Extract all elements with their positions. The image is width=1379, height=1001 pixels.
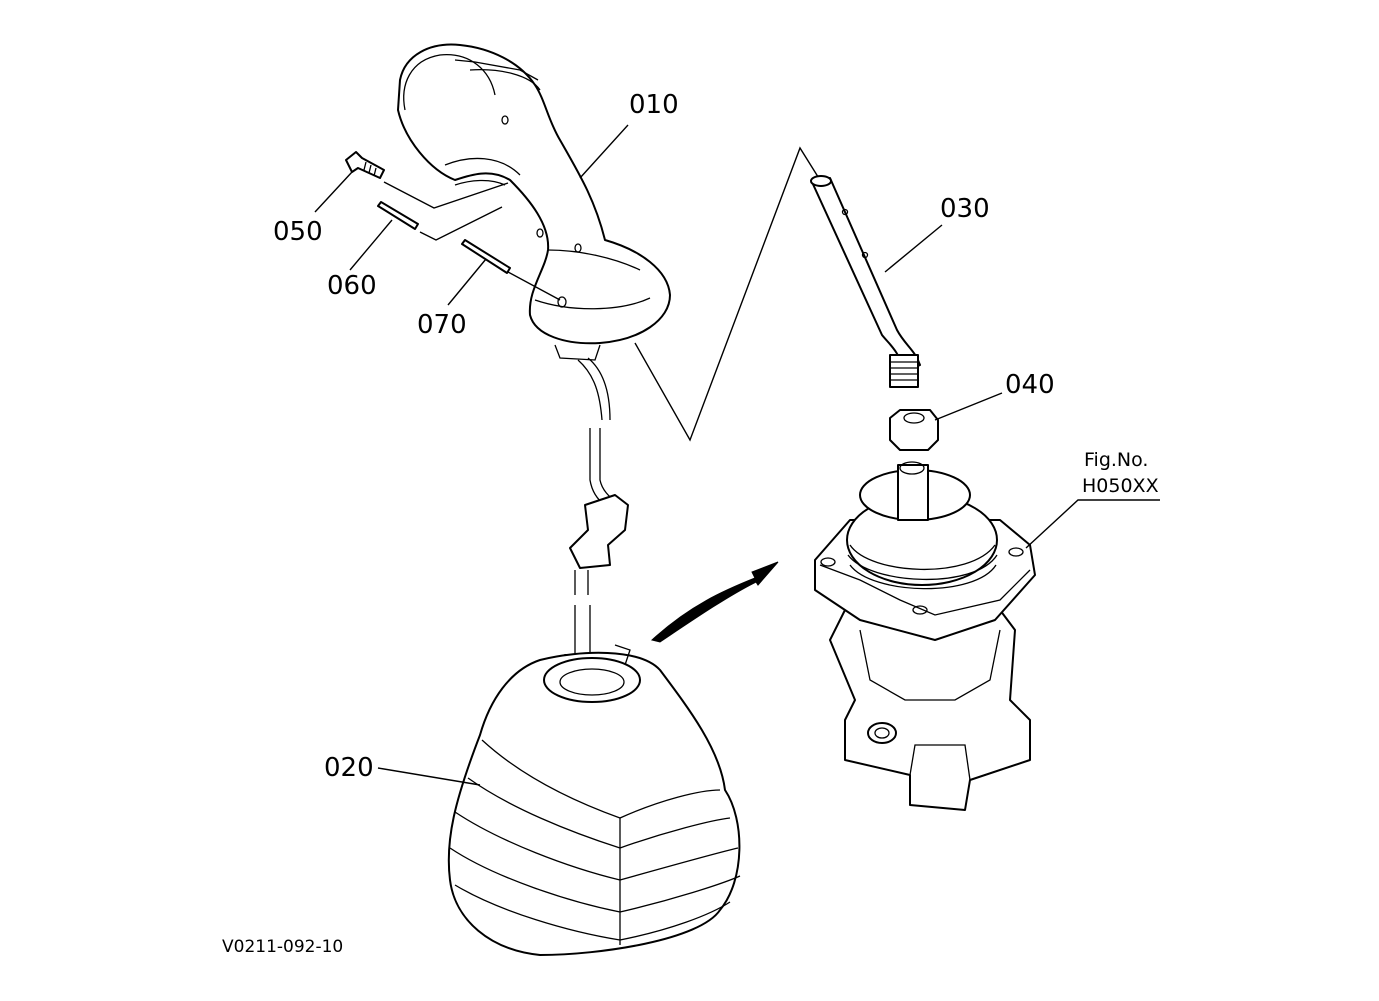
leader-fig bbox=[1025, 499, 1160, 549]
leader-070 bbox=[447, 258, 561, 306]
drawing-code: V0211-092-10 bbox=[222, 937, 343, 957]
leader-030 bbox=[884, 224, 943, 273]
leader-050 bbox=[314, 171, 509, 213]
assembly-link-line bbox=[634, 146, 821, 442]
assembly-arrow bbox=[650, 561, 779, 643]
lever-rod-030 bbox=[810, 175, 921, 388]
nut-040 bbox=[889, 409, 939, 451]
bolt-050 bbox=[345, 151, 385, 179]
callout-060: 060 bbox=[327, 271, 377, 301]
callout-010: 010 bbox=[629, 90, 679, 120]
callout-020: 020 bbox=[324, 753, 374, 783]
callout-030: 030 bbox=[940, 194, 990, 224]
leader-020 bbox=[377, 767, 481, 786]
leader-060 bbox=[349, 206, 503, 271]
callout-070: 070 bbox=[417, 310, 467, 340]
callout-050: 050 bbox=[273, 217, 323, 247]
figure-ref-line2: H050XX bbox=[1082, 475, 1159, 497]
leader-040 bbox=[934, 392, 1003, 421]
pilot-valve-assembly bbox=[814, 461, 1036, 811]
pin-060 bbox=[377, 201, 419, 230]
grip-handle-010 bbox=[397, 43, 671, 361]
callout-040: 040 bbox=[1005, 370, 1055, 400]
pin-070 bbox=[461, 239, 511, 274]
rubber-boot-020 bbox=[447, 644, 741, 956]
figure-ref-line1: Fig.No. bbox=[1084, 449, 1148, 471]
leader-010 bbox=[579, 124, 629, 179]
wire-harness bbox=[564, 357, 629, 676]
